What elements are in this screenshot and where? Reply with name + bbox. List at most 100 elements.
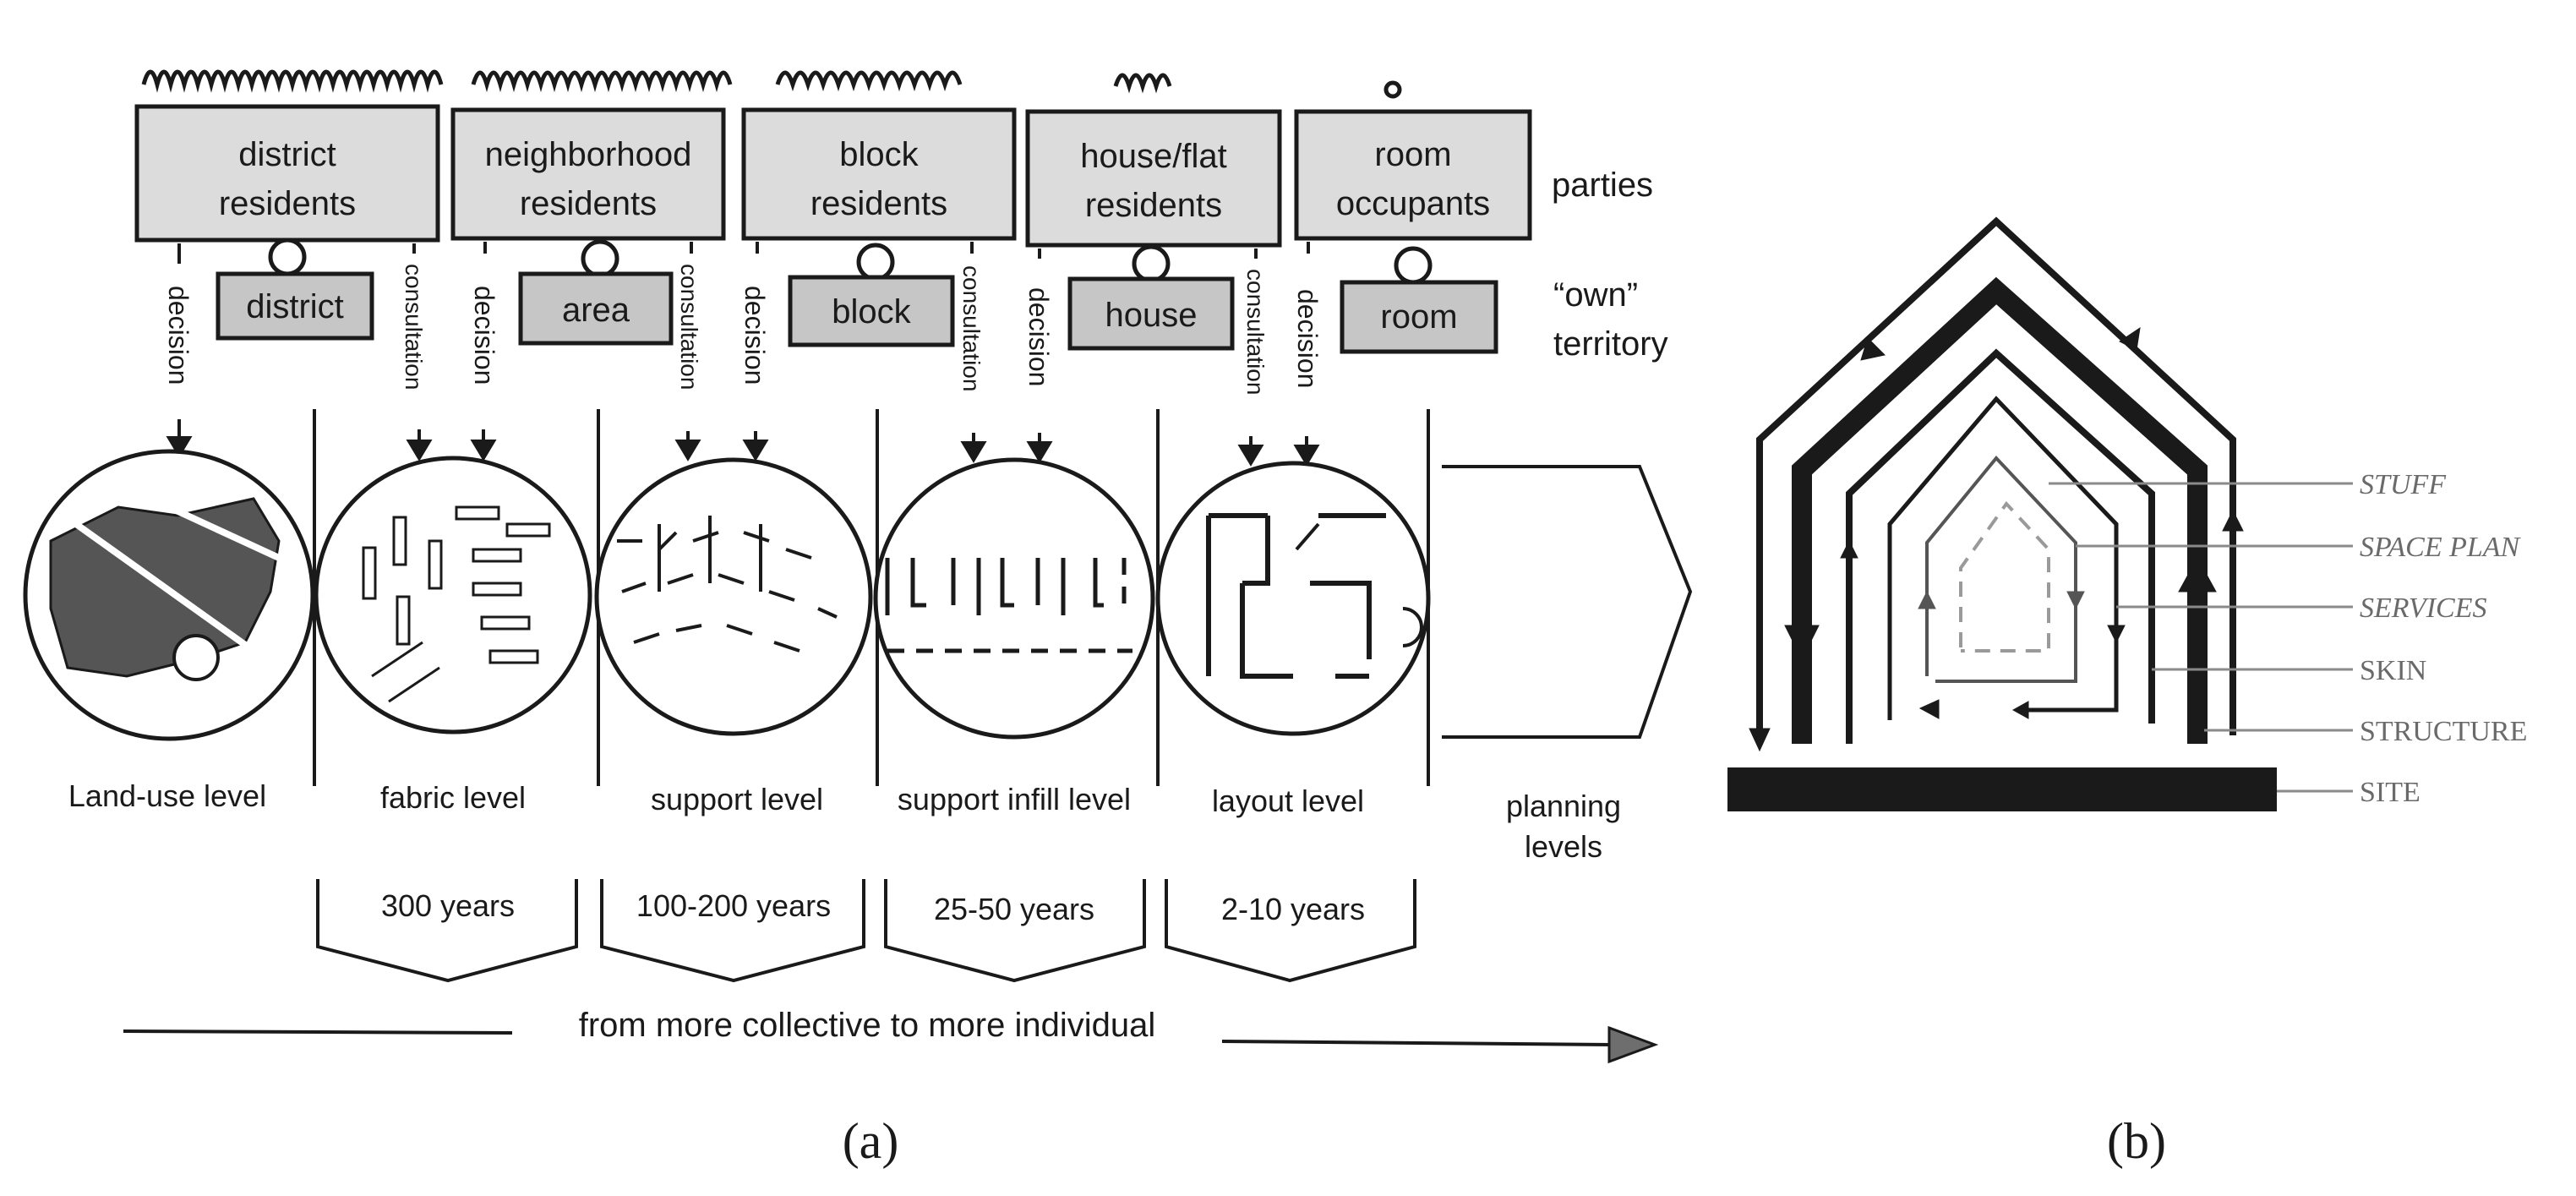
crowd-neighborhood-icon <box>471 70 733 93</box>
panel-b-label: (b) <box>2107 1113 2166 1169</box>
decision-label-4: decision <box>1023 287 1054 386</box>
duration-brackets <box>316 879 1416 983</box>
fabric-plan-icon <box>362 505 551 703</box>
own-territory-label-line1: “own” <box>1553 276 1638 314</box>
territory-district: district <box>246 288 344 325</box>
arrow-structure-up-icon <box>2178 556 2217 593</box>
party-neighborhood-line1: neighborhood <box>485 136 692 173</box>
territory-room: room <box>1380 298 1457 336</box>
level-labels: Land-use level fabric level support leve… <box>68 778 1621 864</box>
outline-stuff-icon <box>1959 500 2050 653</box>
duration-300: 300 years <box>381 888 515 923</box>
territory-texts: district area block house room <box>246 288 1457 336</box>
consultation-label-1: consultation <box>401 264 427 390</box>
planning-levels-line2: levels <box>1525 829 1602 864</box>
leader-lines <box>2049 482 2353 793</box>
support-plan-icon <box>617 516 838 653</box>
party-box-block <box>741 107 1017 241</box>
arrow-right-top-icon <box>2119 326 2141 351</box>
outline-skin-icon <box>1846 348 2155 744</box>
party-box-house <box>1025 109 1282 248</box>
consultation-label-2: consultation <box>676 264 702 390</box>
decision-label-5: decision <box>1292 289 1323 388</box>
bracket-300 <box>316 879 578 983</box>
party-district-line2: residents <box>219 185 356 222</box>
territory-block: block <box>832 293 911 330</box>
crowd-sketches <box>141 69 1402 99</box>
party-box-neighborhood <box>450 107 726 241</box>
input-arrows <box>166 419 1320 467</box>
knob-house <box>1132 244 1171 283</box>
duration-2-10: 2-10 years <box>1221 892 1365 926</box>
arrow-outer-up-icon <box>2222 509 2244 532</box>
connector-knobs <box>268 238 1433 285</box>
layer-skin: SKIN <box>2360 655 2426 686</box>
arrow-space-down-icon <box>2066 591 2085 610</box>
layout-plan-icon <box>1206 513 1423 679</box>
circle-support <box>594 457 873 736</box>
panel-a: district residents neighborhood resident… <box>23 69 1693 1169</box>
territory-box-room <box>1340 280 1498 354</box>
layer-structure: STRUCTURE <box>2360 716 2527 747</box>
territory-house: house <box>1105 297 1198 334</box>
knob-room <box>1394 246 1433 285</box>
crowd-room-icon <box>1384 80 1402 99</box>
bracket-100-200 <box>600 879 865 983</box>
level-fabric: fabric level <box>380 780 526 815</box>
outline-outer-icon <box>1756 216 2236 744</box>
arrow-services-down-icon <box>2107 625 2126 644</box>
knob-block <box>856 243 895 281</box>
bracket-2-10 <box>1165 879 1416 983</box>
direction-arrow: from more collective to more individual <box>123 1007 1659 1064</box>
knob-district <box>268 238 307 276</box>
panel-b: STUFF SPACE PLAN SERVICES SKIN STRUCTURE… <box>1727 216 2527 1169</box>
arrow-skin-bottom-icon <box>1918 699 1940 719</box>
territory-area: area <box>562 292 630 329</box>
crowd-district-icon <box>141 69 444 93</box>
site-bar <box>1727 767 2277 811</box>
planning-arrow-shape <box>1442 465 1693 739</box>
circle-support-infill <box>873 457 1155 740</box>
infill-plan-icon <box>885 558 1132 653</box>
layer-services: SERVICES <box>2360 593 2486 624</box>
decision-label-1: decision <box>163 286 194 385</box>
knob-area <box>581 239 619 278</box>
decision-label-2: decision <box>469 286 499 385</box>
territory-box-area <box>518 271 674 346</box>
bracket-25-50 <box>884 879 1146 983</box>
party-room-line2: occupants <box>1336 185 1490 222</box>
duration-labels: 300 years 100-200 years 25-50 years 2-10… <box>381 888 1365 926</box>
level-support: support level <box>651 782 823 816</box>
territory-boxes <box>216 271 1498 354</box>
territory-box-district <box>216 271 374 341</box>
consultation-label-3: consultation <box>958 265 985 391</box>
duration-25-50: 25-50 years <box>934 892 1094 926</box>
role-labels: decision consultation decision consultat… <box>163 264 1323 395</box>
arrow-outer-down-icon <box>1749 728 1771 752</box>
level-support-infill: support infill level <box>898 782 1131 816</box>
layer-space-plan: SPACE PLAN <box>2360 532 2522 563</box>
territory-box-block <box>788 275 955 347</box>
party-neighborhood-line2: residents <box>520 185 657 222</box>
land-use-map-icon <box>49 497 281 681</box>
arrow-skin-up-icon <box>1840 539 1858 559</box>
duration-100-200: 100-200 years <box>636 888 831 923</box>
crowd-block-icon <box>775 70 963 92</box>
circle-layout <box>1155 461 1431 736</box>
parties-label: parties <box>1552 167 1653 204</box>
party-texts: district residents neighborhood resident… <box>219 136 1490 224</box>
outline-services-icon <box>1887 396 2119 720</box>
crowd-house-icon <box>1113 73 1172 94</box>
outline-space-plan-icon <box>1925 455 2077 683</box>
level-land-use: Land-use level <box>68 778 266 813</box>
party-box-district <box>134 104 440 243</box>
arrow-space-up-icon <box>1918 590 1936 609</box>
party-district-line1: district <box>238 136 336 173</box>
side-labels: parties “own” territory <box>1552 167 1668 363</box>
direction-text: from more collective to more individual <box>579 1007 1155 1044</box>
box-ticks <box>177 242 1310 264</box>
party-house-line1: house/flat <box>1080 138 1226 175</box>
party-boxes <box>134 104 1532 248</box>
own-territory-label-line2: territory <box>1553 325 1668 363</box>
